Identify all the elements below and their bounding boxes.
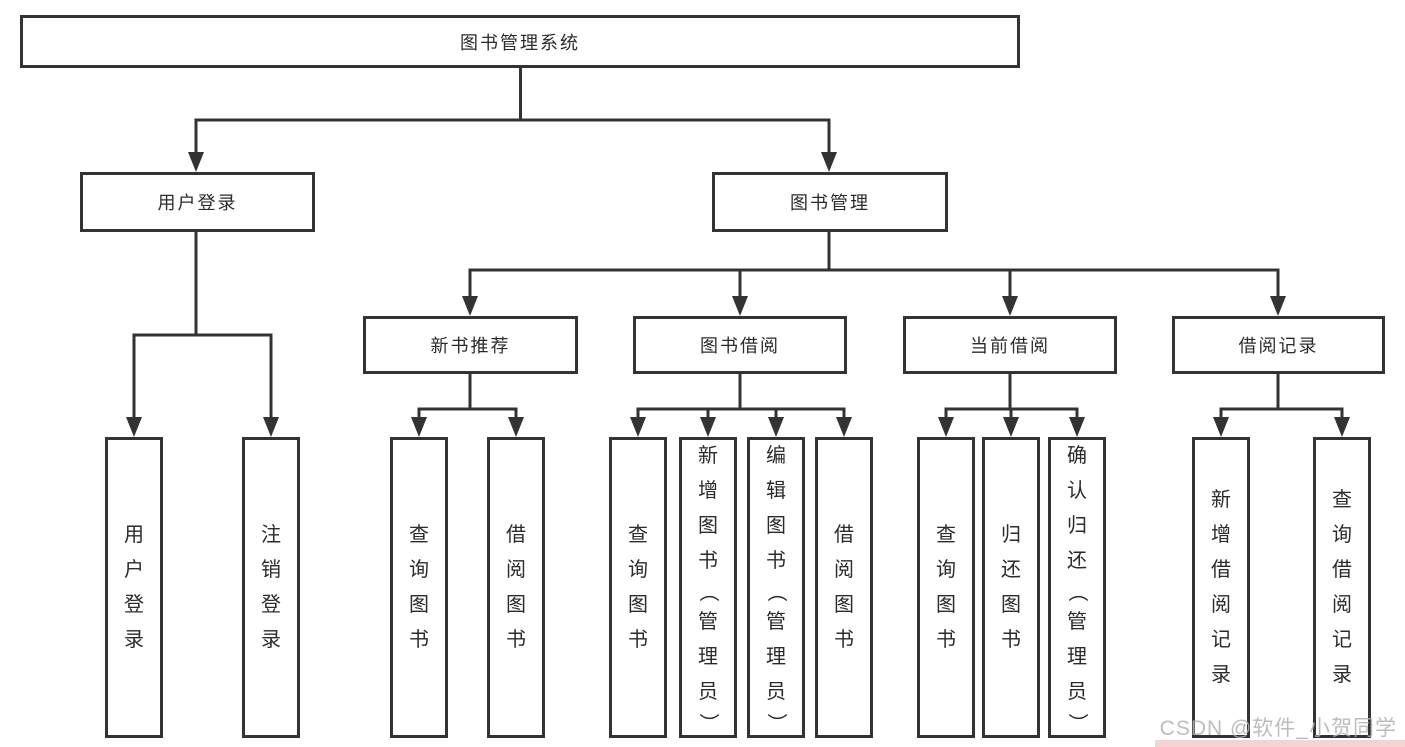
leaf-query-borrow-record: 查询借阅记录 [1313,437,1371,738]
leaf-borrow-books-recommend: 借阅图书 [487,437,545,738]
node-borrowing-records: 借阅记录 [1172,316,1385,374]
node-library-management-system: 图书管理系统 [20,15,1020,68]
leaf-query-books-borrowing: 查询图书 [609,437,667,738]
leaf-return-books: 归还图书 [982,437,1040,738]
node-user-login: 用户登录 [80,172,315,232]
node-new-book-recommendation: 新书推荐 [363,316,578,374]
node-book-management: 图书管理 [712,172,948,232]
node-book-borrowing: 图书借阅 [633,316,847,374]
leaf-add-borrow-record: 新增借阅记录 [1192,437,1250,738]
leaf-edit-books-admin: 编辑图书（管理员） [747,437,805,738]
leaf-confirm-return-admin: 确认归还（管理员） [1048,437,1106,738]
leaf-add-books-admin: 新增图书（管理员） [679,437,737,738]
leaf-user-login: 用户登录 [105,437,163,738]
watermark-band [1155,740,1405,747]
watermark-text: CSDN @软件_小贺同学 [1159,717,1397,740]
leaf-query-books-recommend: 查询图书 [390,437,448,738]
leaf-logout: 注销登录 [242,437,300,738]
node-current-borrowing: 当前借阅 [903,316,1117,374]
leaf-borrow-books-borrowing: 借阅图书 [815,437,873,738]
leaf-query-books-current: 查询图书 [917,437,975,738]
